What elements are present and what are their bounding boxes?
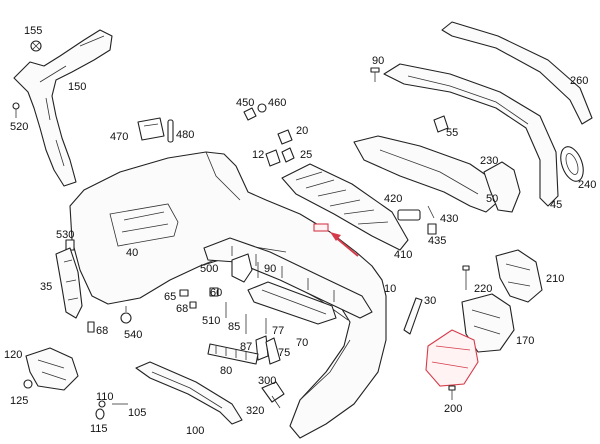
- bolt-90-top-part: [370, 67, 380, 82]
- bracket-230-part: [483, 161, 521, 213]
- label-90-top: 90: [372, 55, 384, 67]
- label-240: 240: [578, 179, 596, 191]
- bracket-210-part: [495, 249, 543, 303]
- clip-540-part: [120, 306, 132, 324]
- clip-20-part: [277, 129, 293, 145]
- label-68-mid: 68: [176, 303, 188, 315]
- label-65: 65: [164, 291, 176, 303]
- exhaust-trim-part: [560, 146, 584, 182]
- clip-55-part: [433, 115, 449, 133]
- label-60: 60: [210, 287, 222, 299]
- label-75: 75: [278, 347, 290, 359]
- label-150: 150: [68, 81, 86, 93]
- strip-30-part: [403, 297, 423, 335]
- label-40: 40: [126, 247, 138, 259]
- label-20: 20: [296, 125, 308, 137]
- bracket-500-part: [231, 253, 253, 283]
- label-10: 10: [384, 283, 396, 295]
- label-450: 450: [236, 97, 254, 109]
- guide-rail-part: [247, 281, 337, 325]
- clip-435-part: [427, 223, 437, 235]
- label-85: 85: [228, 321, 240, 333]
- bracket-120-part: [25, 347, 79, 391]
- label-520: 520: [10, 121, 28, 133]
- label-170: 170: [516, 335, 534, 347]
- label-430: 430: [440, 213, 458, 225]
- bracket-320-part: [271, 395, 281, 409]
- cover-470-part: [137, 117, 165, 141]
- label-435: 435: [428, 235, 446, 247]
- label-420: 420: [384, 193, 402, 205]
- label-30: 30: [424, 295, 436, 307]
- label-12: 12: [252, 149, 264, 161]
- clip-25-part: [281, 147, 295, 163]
- label-55: 55: [446, 127, 458, 139]
- screw-520-part: [12, 102, 20, 118]
- callout-labels: 155 150 520 470 480 450 460 90 260 55 20…: [4, 25, 596, 437]
- label-200: 200: [444, 403, 462, 415]
- pin-480-part: [167, 119, 174, 143]
- label-110: 110: [96, 391, 114, 403]
- module-420-part: [397, 209, 421, 221]
- label-155: 155: [24, 25, 42, 37]
- label-510: 510: [202, 315, 220, 327]
- label-105: 105: [128, 407, 146, 419]
- highlighted-marker: [313, 223, 359, 257]
- side-guide-35-part: [55, 247, 83, 319]
- label-480: 480: [176, 129, 194, 141]
- label-500: 500: [200, 263, 218, 275]
- bracket-75-part: [265, 337, 281, 365]
- label-120: 120: [4, 349, 22, 361]
- clip-65-part: [179, 289, 189, 297]
- label-470: 470: [110, 131, 128, 143]
- bolt-220-part: [462, 265, 470, 290]
- lower-diffuser-part: [353, 135, 501, 213]
- label-530: 530: [56, 229, 74, 241]
- valance-45-part: [383, 63, 559, 207]
- label-90-mid: 90: [264, 263, 276, 275]
- bolt-200-part: [448, 385, 456, 400]
- bolt-110-part: [98, 400, 106, 408]
- clip-60-part: [209, 287, 219, 297]
- label-77: 77: [272, 325, 284, 337]
- label-115: 115: [90, 423, 108, 435]
- label-87: 87: [240, 341, 252, 353]
- nut-115-part: [95, 408, 105, 420]
- label-25: 25: [300, 149, 312, 161]
- label-410: 410: [394, 249, 412, 261]
- label-460: 460: [268, 97, 286, 109]
- label-260: 260: [570, 75, 588, 87]
- label-125: 125: [10, 395, 28, 407]
- label-100: 100: [186, 425, 204, 437]
- label-300: 300: [258, 375, 276, 387]
- label-230: 230: [480, 155, 498, 167]
- clip-68-left-part: [87, 321, 95, 333]
- label-50: 50: [486, 193, 498, 205]
- label-80: 80: [220, 365, 232, 377]
- clip-430-part: [427, 205, 435, 219]
- label-70: 70: [296, 337, 308, 349]
- clip-450-part: [243, 107, 257, 121]
- label-540: 540: [124, 329, 142, 341]
- upper-trim-260-part: [441, 21, 593, 125]
- label-35: 35: [40, 281, 52, 293]
- clip-68-part: [189, 301, 197, 309]
- clip-125-part: [23, 379, 33, 389]
- diffuser-strip-100-part: [135, 361, 243, 425]
- nut-460-part: [257, 103, 267, 113]
- label-210: 210: [546, 273, 564, 285]
- side-bracket-part: [13, 29, 113, 187]
- lower-strip-80-part: [207, 343, 259, 365]
- label-320: 320: [246, 405, 264, 417]
- diffuser-insert-part: [281, 163, 409, 251]
- label-45: 45: [550, 199, 562, 211]
- label-68-left: 68: [96, 325, 108, 337]
- highlighted-bracket-part: [425, 329, 479, 387]
- label-220: 220: [474, 283, 492, 295]
- bracket-300-part: [261, 381, 285, 403]
- clip-12-part: [265, 149, 281, 167]
